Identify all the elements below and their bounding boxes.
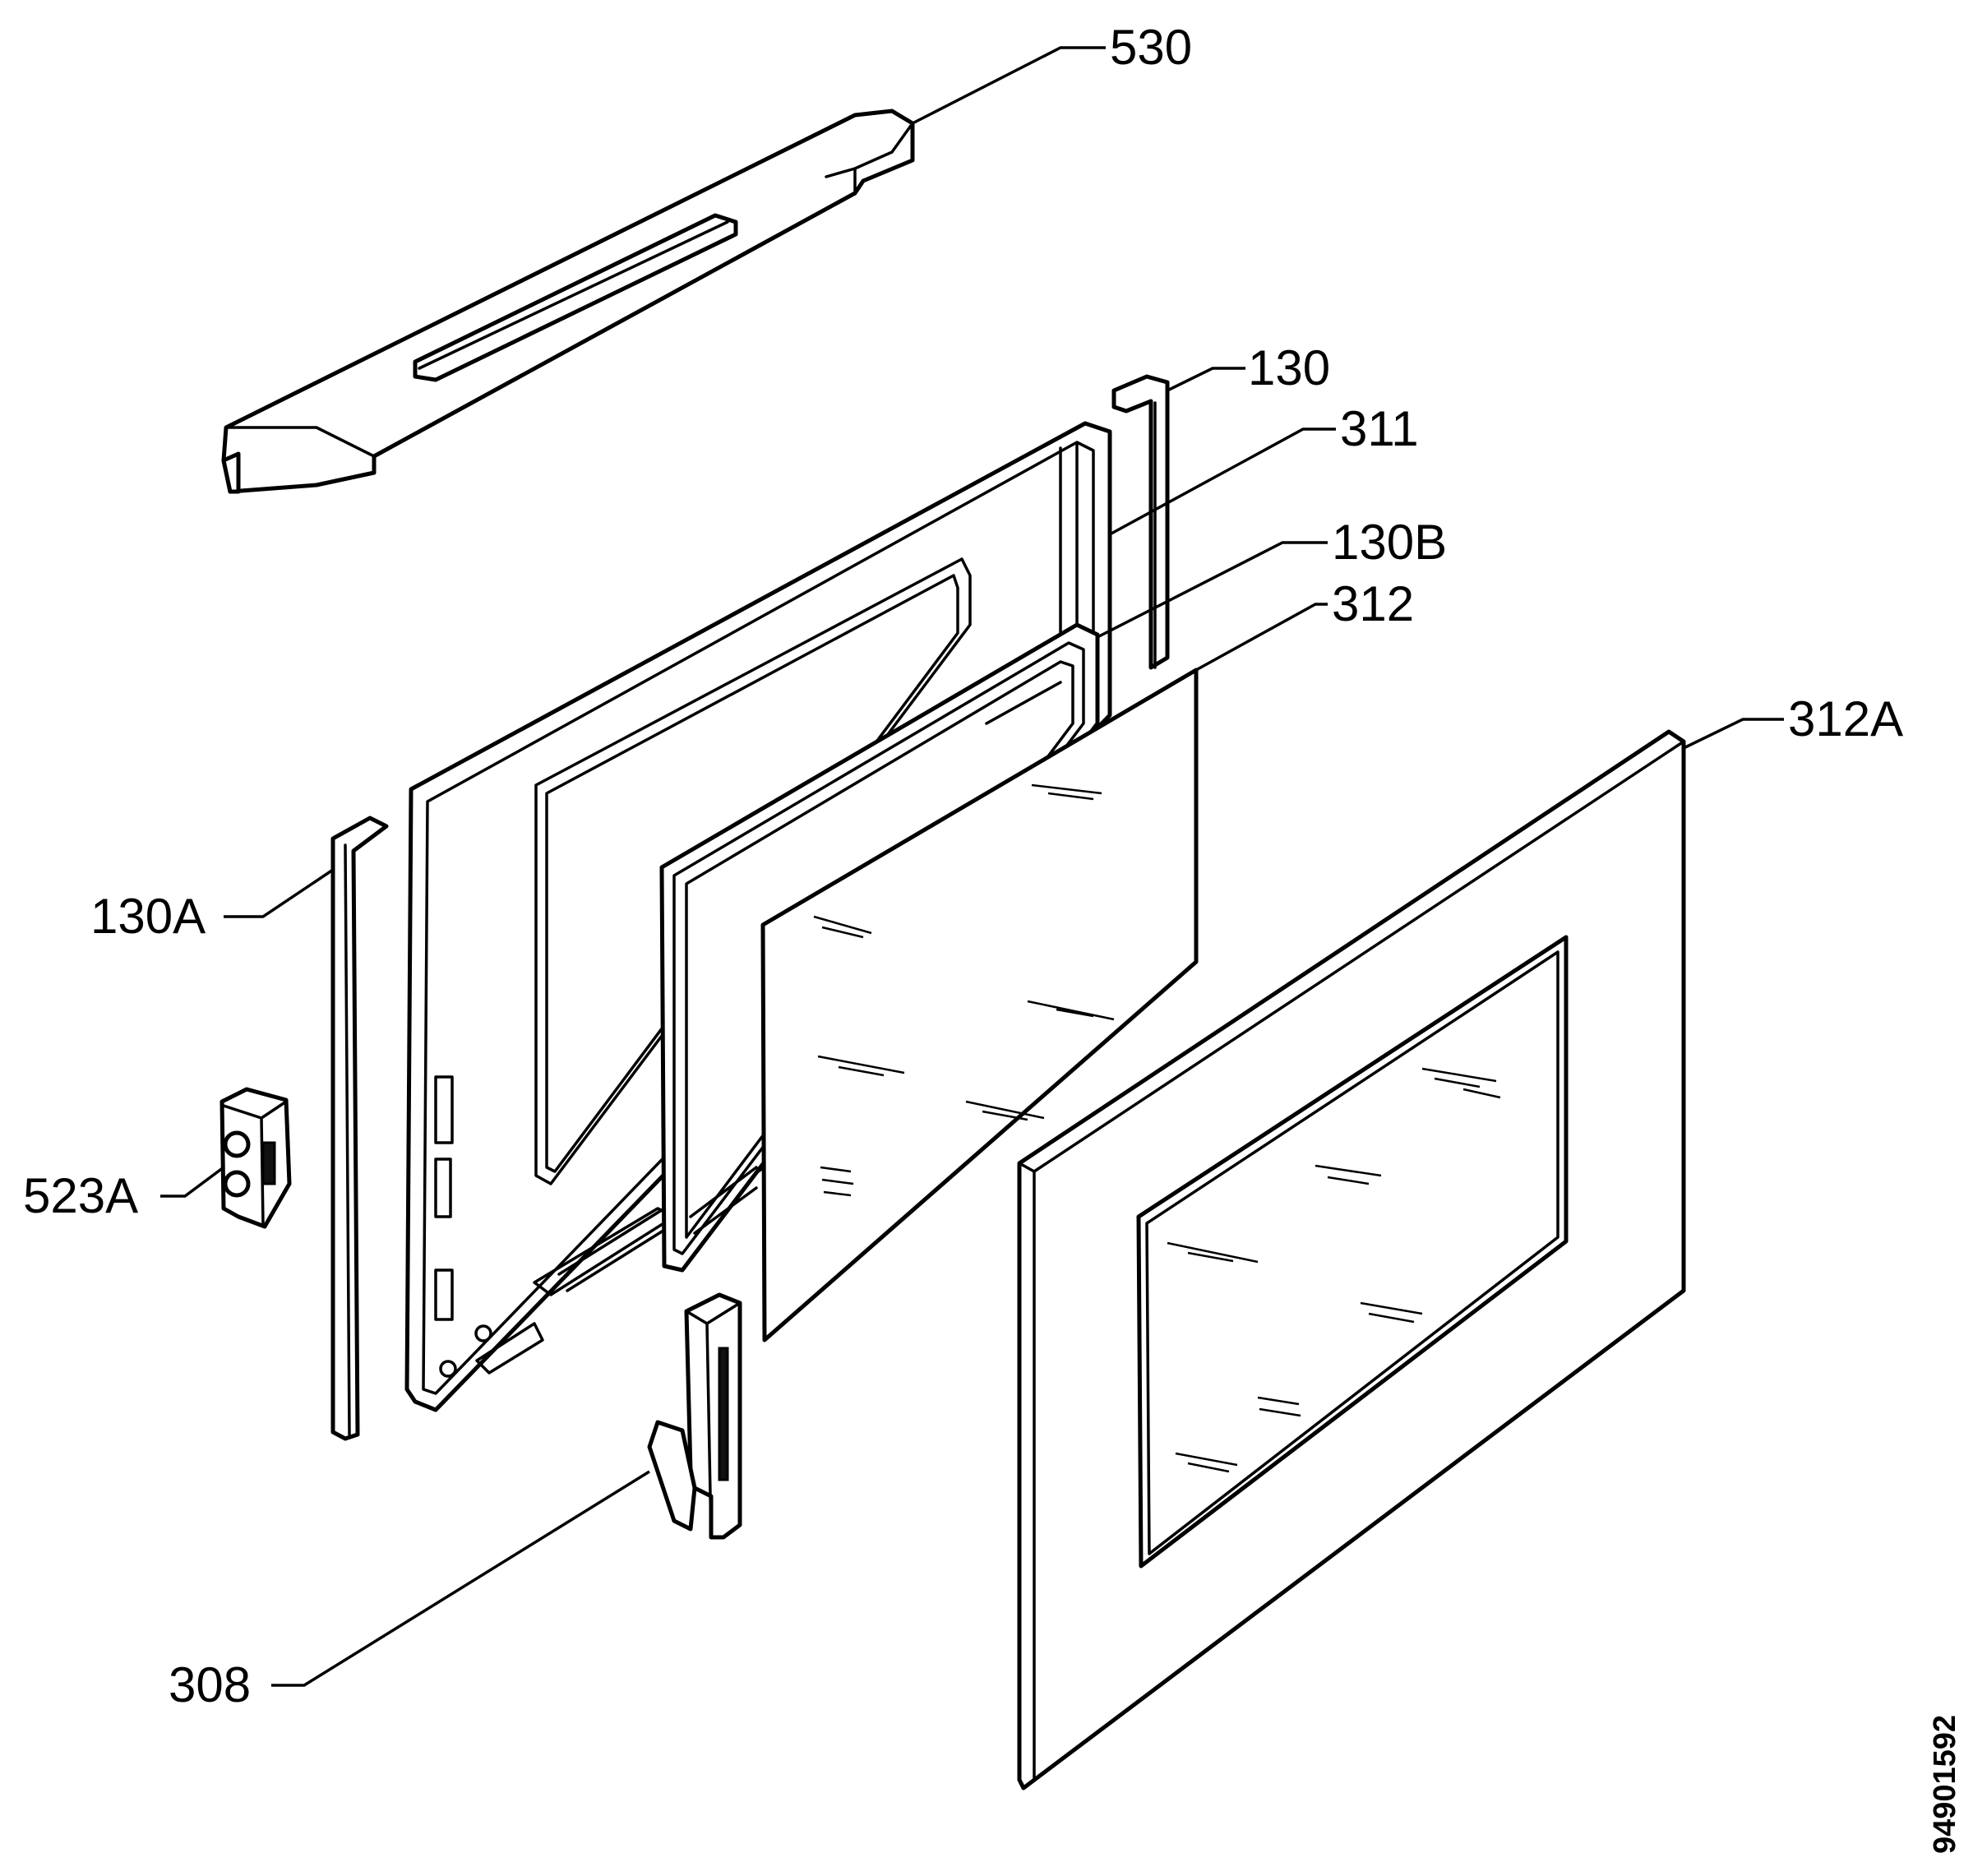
part-130A-strip (330, 816, 389, 1441)
leader-130A (224, 868, 334, 918)
label-308: 308 (169, 1657, 251, 1712)
leader-130 (1167, 367, 1245, 392)
leader-312A (1683, 718, 1784, 750)
document-id: 94901592 (1928, 1715, 1962, 1854)
label-523A: 523A (23, 1168, 138, 1223)
part-530-handle-bar (221, 109, 915, 494)
label-311: 311 (1340, 401, 1419, 456)
callout-labels: 530 130 311 130B 312 312A 130A 523A 308 (23, 20, 1903, 1712)
part-523A-bracket (219, 1087, 292, 1229)
leader-130B (1097, 541, 1328, 639)
label-312A: 312A (1788, 691, 1903, 746)
leader-312 (1195, 603, 1328, 672)
label-130A: 130A (90, 889, 206, 944)
leader-308 (271, 1470, 650, 1687)
part-308-hinge (647, 1292, 742, 1540)
leader-530 (912, 46, 1106, 125)
label-312: 312 (1332, 576, 1414, 631)
leader-lines (160, 46, 1784, 1687)
leader-311 (1109, 427, 1336, 536)
part-130-clip (1111, 374, 1170, 670)
label-130: 130 (1248, 340, 1330, 395)
part-312-glass-pane (760, 668, 1199, 1342)
label-130B: 130B (1332, 515, 1447, 570)
label-530: 530 (1110, 20, 1192, 75)
leader-523A (160, 1166, 225, 1198)
part-312A-outer-glass (1017, 729, 1686, 1791)
